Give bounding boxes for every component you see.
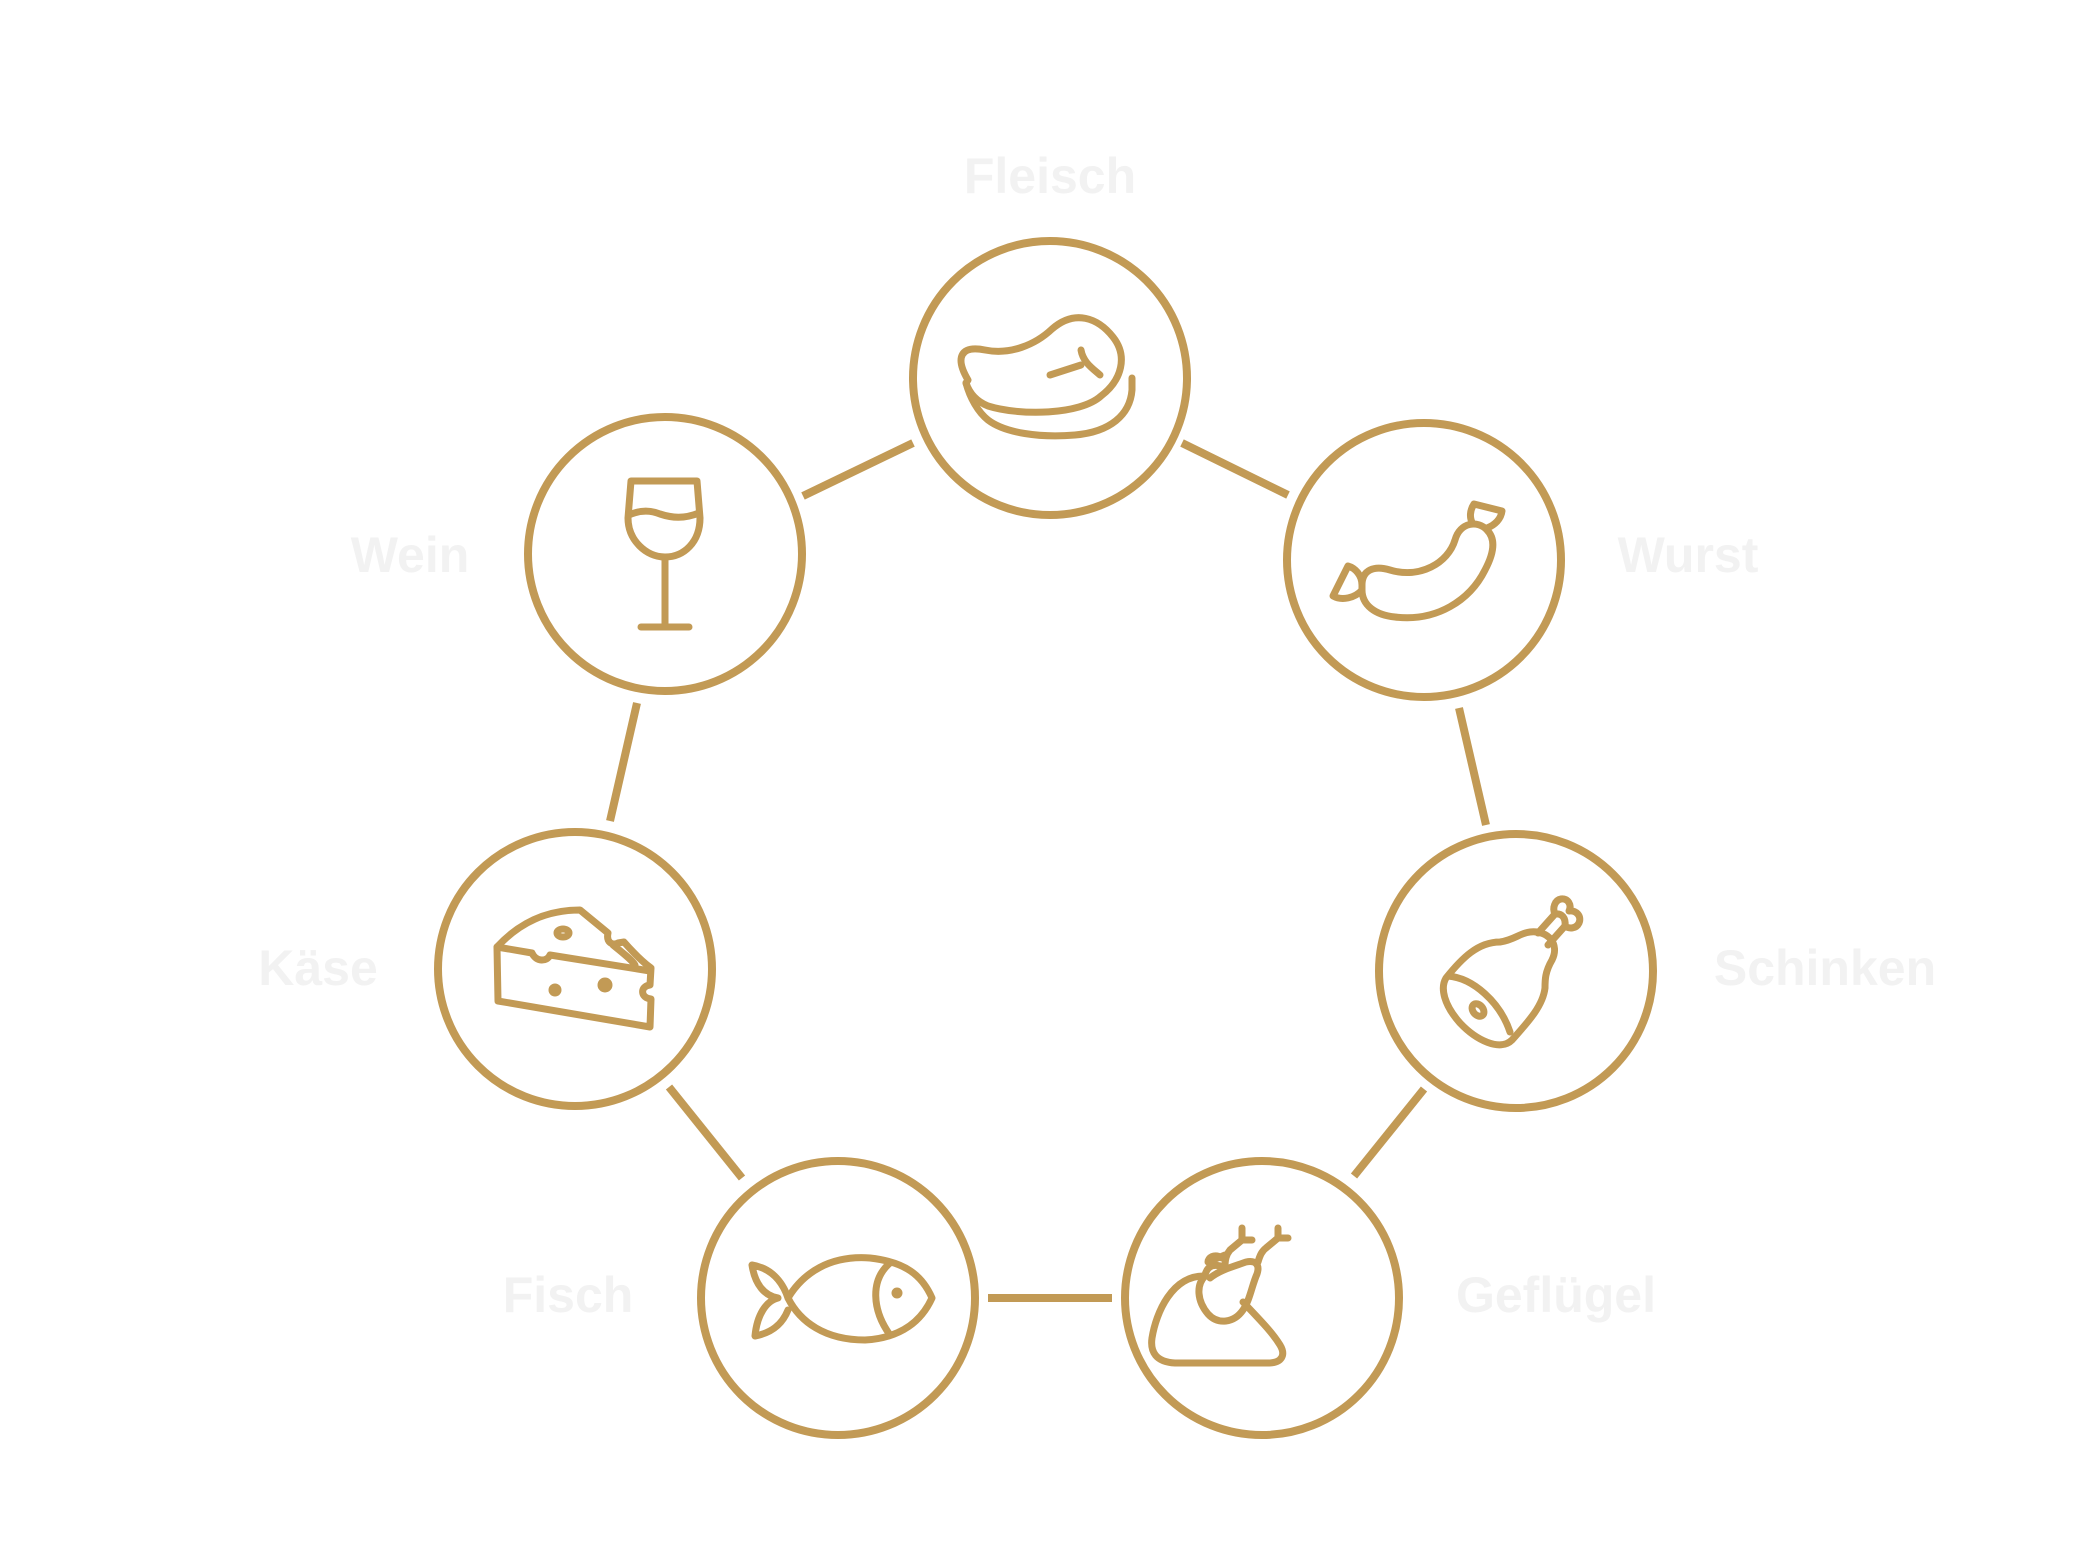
sausage-icon [1329, 500, 1506, 622]
node-label: Fisch [503, 1267, 634, 1323]
node-wein: Wein [351, 413, 806, 695]
node-label: Geflügel [1456, 1267, 1656, 1323]
connector-schinken-gefluegel [1350, 1086, 1428, 1179]
node-label: Schinken [1714, 940, 1936, 996]
node-circle [1121, 1157, 1403, 1439]
node-schinken: Schinken [1375, 830, 1936, 1112]
connector-fleisch-wurst [1180, 439, 1290, 499]
connector-lines [606, 439, 1490, 1302]
node-gefluegel: Geflügel [1121, 1157, 1656, 1439]
steak-icon [957, 314, 1136, 440]
node-label: Wein [351, 527, 470, 583]
roast-chicken-icon [1148, 1224, 1292, 1367]
node-kaese: Käse [258, 828, 716, 1110]
node-label: Fleisch [964, 148, 1136, 204]
node-label: Wurst [1618, 527, 1759, 583]
node-circle [1375, 830, 1657, 1112]
connector-fisch-kaese [665, 1084, 746, 1181]
node-label: Käse [258, 940, 378, 996]
node-wurst: Wurst [1283, 419, 1759, 701]
connector-wurst-schinken [1455, 707, 1490, 826]
node-fleisch: Fleisch [909, 148, 1191, 519]
wine-glass-icon [624, 477, 704, 631]
cheese-icon [493, 906, 655, 1031]
ham-leg-icon [1439, 895, 1584, 1049]
fish-icon [748, 1254, 936, 1344]
node-circle [697, 1157, 979, 1439]
node-circle [1283, 419, 1565, 701]
connector-kaese-wein [606, 702, 641, 822]
connector-wein-fleisch [801, 439, 915, 500]
node-fisch: Fisch [503, 1157, 979, 1439]
node-circle [524, 413, 806, 695]
node-circle [909, 237, 1191, 519]
node-circle [434, 828, 716, 1110]
